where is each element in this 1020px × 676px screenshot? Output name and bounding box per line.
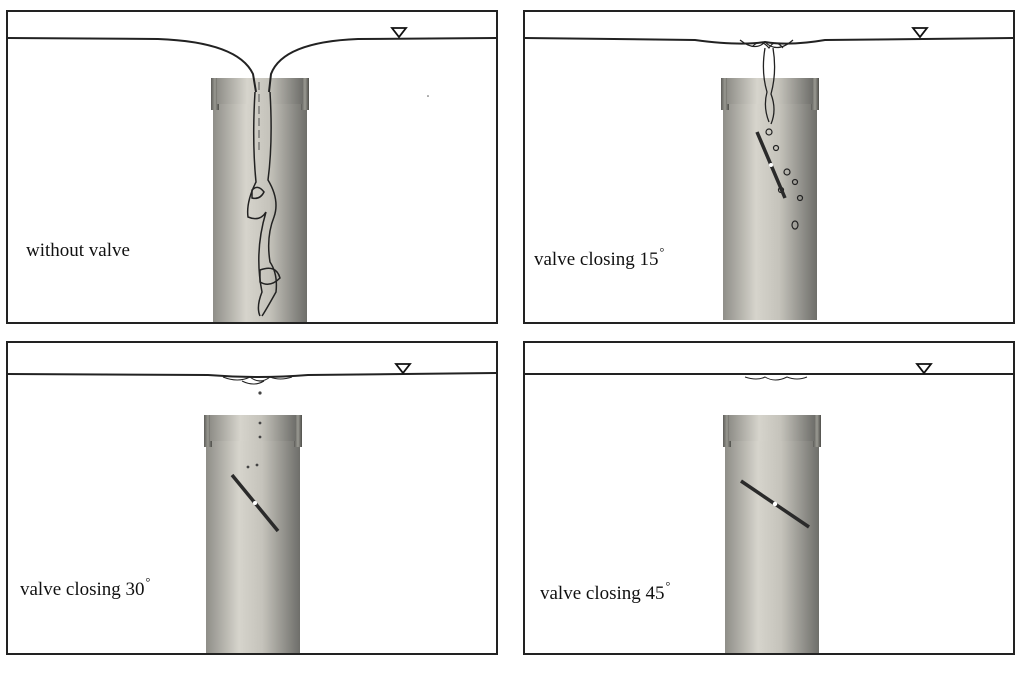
air-bubble bbox=[255, 463, 259, 467]
pipe-cap-right bbox=[294, 415, 302, 447]
panel-valve-30: valve closing 30° bbox=[6, 341, 498, 655]
pipe-body bbox=[725, 437, 819, 653]
pipe-cap-left bbox=[204, 415, 212, 447]
panel-without-valve: without valve bbox=[6, 10, 498, 324]
water-level-icon bbox=[390, 27, 408, 39]
surface-vortex bbox=[222, 376, 293, 385]
panel-1-drawing bbox=[8, 27, 496, 322]
air-bubble bbox=[796, 194, 804, 202]
air-bubble bbox=[791, 220, 799, 230]
pipe-cap-left bbox=[721, 78, 729, 110]
pipe-cap-left bbox=[723, 415, 731, 447]
surface-vortex bbox=[739, 39, 794, 50]
panel-4-drawing bbox=[525, 363, 1013, 653]
water-level-icon bbox=[915, 363, 933, 375]
valve-pivot bbox=[769, 163, 773, 167]
panel-caption: valve closing 15° bbox=[534, 245, 665, 270]
pipe-body bbox=[723, 100, 817, 320]
air-bubble bbox=[258, 391, 262, 395]
air-bubble bbox=[258, 435, 262, 439]
water-surface bbox=[525, 37, 1013, 45]
panel-valve-45: valve closing 45° bbox=[523, 341, 1015, 655]
valve-pivot bbox=[772, 501, 778, 507]
panel-caption: without valve bbox=[26, 240, 130, 261]
air-bubble bbox=[765, 128, 773, 136]
water-level-icon bbox=[911, 27, 929, 39]
air-bubble bbox=[783, 168, 791, 176]
pipe-body bbox=[213, 100, 307, 322]
air-column-right bbox=[261, 91, 278, 317]
panel-caption: valve closing 45° bbox=[540, 579, 671, 604]
water-surface bbox=[8, 372, 496, 378]
pipe-cap-right bbox=[811, 78, 819, 110]
air-column-left bbox=[246, 91, 267, 317]
pipe-top bbox=[217, 78, 303, 104]
air-bubble bbox=[259, 267, 281, 285]
pipe-top bbox=[727, 78, 813, 104]
pipe-cap-left bbox=[211, 78, 219, 110]
panel-3-drawing bbox=[8, 363, 496, 653]
panel-2-drawing bbox=[525, 27, 1013, 320]
air-bubble bbox=[258, 421, 262, 425]
pipe-cap-right bbox=[813, 415, 821, 447]
pipe-cap-right bbox=[301, 78, 309, 110]
panel-caption: valve closing 30° bbox=[20, 575, 151, 600]
air-column bbox=[762, 47, 776, 125]
pipe-top bbox=[210, 415, 296, 441]
air-bubble bbox=[251, 186, 265, 200]
panel-valve-15: valve closing 15° bbox=[523, 10, 1015, 324]
air-bubble bbox=[246, 465, 250, 469]
speck bbox=[427, 95, 429, 97]
water-level-icon bbox=[394, 363, 412, 375]
air-bubble bbox=[791, 178, 799, 186]
air-bubble bbox=[772, 144, 780, 152]
pipe-top bbox=[729, 415, 815, 441]
water-surface bbox=[8, 37, 496, 93]
surface-vortex bbox=[744, 376, 808, 381]
pipe-body bbox=[206, 437, 300, 653]
valve-pivot bbox=[253, 501, 257, 505]
